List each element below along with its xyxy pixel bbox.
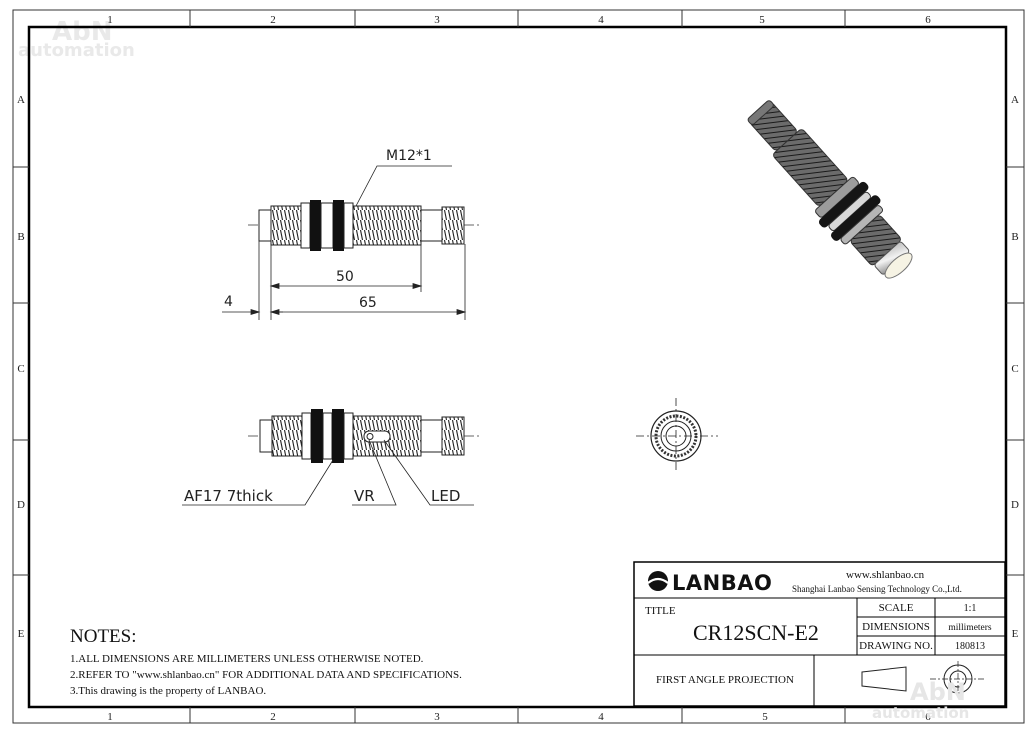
brand-name: LANBAO [672, 571, 772, 595]
sensor-bottom-view [248, 409, 482, 463]
sensor-3d-render [747, 100, 913, 279]
note-item: 3.This drawing is the property of LANBAO… [70, 685, 266, 697]
dimension-labels-top: M12*1 50 65 4 [224, 148, 432, 311]
zone-row-right: B [1011, 231, 1018, 243]
projection-label: FIRST ANGLE PROJECTION [656, 674, 794, 686]
zone-row-left: C [17, 363, 24, 375]
scale-label: SCALE [879, 602, 914, 614]
zone-col-top: 6 [925, 14, 931, 26]
leader-labels-bottom: AF17 7thick VR LED [184, 487, 460, 505]
lanbao-logo: LANBAO [647, 571, 772, 595]
note-item: 2.REFER TO "www.shlanbao.cn" FOR ADDITIO… [70, 669, 462, 681]
dim-65: 65 [359, 295, 377, 311]
title-block: LANBAO www.shlanbao.cn Shanghai Lanbao S… [633, 561, 1006, 707]
sensor-end-view [636, 398, 718, 472]
note-item: 1.ALL DIMENSIONS ARE MILLIMETERS UNLESS … [70, 653, 424, 665]
zone-col-top: 4 [598, 14, 604, 26]
part-number: CR12SCN-E2 [693, 620, 819, 645]
zone-col-top: 2 [270, 14, 276, 26]
company-website: www.shlanbao.cn [846, 569, 925, 581]
company-name: Shanghai Lanbao Sensing Technology Co.,L… [792, 584, 962, 594]
zone-row-right: C [1011, 363, 1018, 375]
led-label: LED [431, 487, 460, 505]
watermark: AbN automation [18, 17, 135, 61]
dimensions-value: millimeters [948, 623, 992, 633]
scale-value: 1:1 [964, 603, 977, 614]
watermark-bottom: AbN automation [872, 678, 969, 722]
zone-col-bottom: 3 [434, 711, 440, 723]
zone-ticks [13, 10, 1024, 723]
thread-label: M12*1 [386, 148, 432, 164]
zone-row-left: E [18, 628, 25, 640]
zone-col-bottom: 1 [107, 711, 113, 723]
sensor-side-view [248, 200, 482, 251]
dimensions-label: DIMENSIONS [862, 621, 930, 633]
zone-col-top: 5 [759, 14, 765, 26]
zone-row-right: E [1012, 628, 1019, 640]
zone-row-left: D [17, 499, 25, 511]
title-label: TITLE [645, 605, 676, 617]
dim-50: 50 [336, 269, 354, 285]
wrench-size-label: AF17 7thick [184, 487, 273, 505]
dim-4: 4 [224, 294, 233, 310]
zone-row-left: B [17, 231, 24, 243]
vr-label: VR [354, 487, 375, 505]
leader-lines-bottom [182, 439, 474, 506]
notes: NOTES: 1.ALL DIMENSIONS ARE MILLIMETERS … [70, 626, 462, 697]
zone-col-top: 3 [434, 14, 440, 26]
watermark-line1: AbN [910, 678, 966, 706]
zone-col-bottom: 6 [925, 711, 931, 723]
watermark-line2: automation [872, 704, 969, 722]
dimension-lines-top [222, 165, 467, 320]
zone-col-bottom: 4 [598, 711, 604, 723]
drawing-no-label: DRAWING NO. [859, 640, 933, 652]
watermark-line2: automation [18, 40, 135, 61]
notes-title: NOTES: [70, 626, 137, 647]
zone-row-left: A [17, 94, 25, 106]
watermark-line1: AbN [52, 17, 113, 47]
zone-row-right: D [1011, 499, 1019, 511]
drawing-no-value: 180813 [955, 641, 985, 652]
zone-col-bottom: 5 [762, 711, 768, 723]
first-angle-projection-symbol [861, 661, 986, 697]
zone-row-right: A [1011, 94, 1019, 106]
zone-col-top: 1 [107, 14, 113, 26]
zone-col-bottom: 2 [270, 711, 276, 723]
zone-labels: 1 2 3 4 5 6 1 2 3 4 5 6 A B C D E A B C … [17, 14, 1019, 723]
